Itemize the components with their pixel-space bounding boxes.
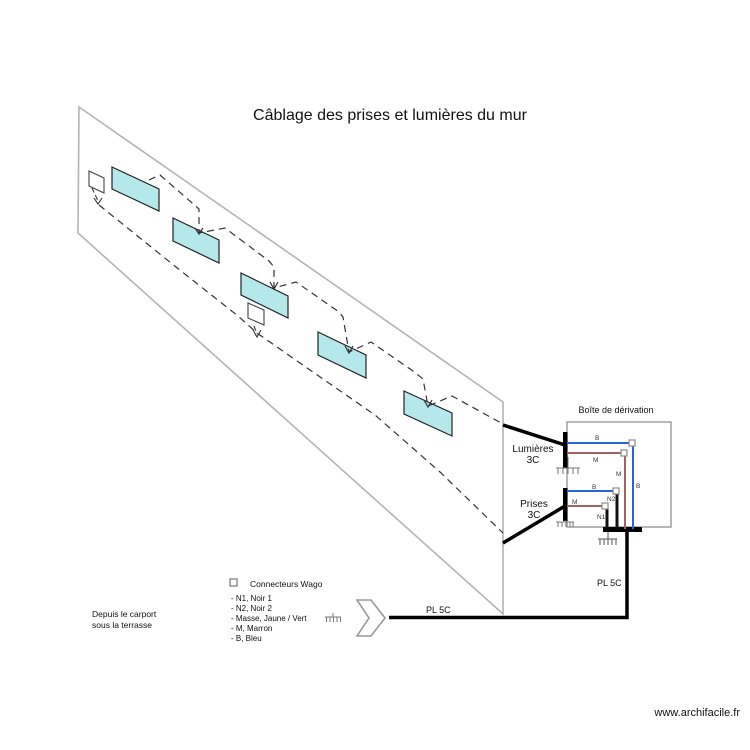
wago-connector-blue-pri <box>612 487 620 495</box>
junction-box-label: Boîte de dérivation <box>578 405 653 415</box>
junction-box <box>566 421 672 528</box>
light-1 <box>111 166 160 212</box>
wire-label-b-vert: B <box>636 483 640 490</box>
legend-item-n1: - N1, Noir 1 <box>231 594 272 603</box>
watermark: www.archifacile.fr <box>653 707 740 719</box>
arrow-into-light-4 <box>344 345 354 355</box>
lumieres-cable-label-line1: Lumières <box>512 444 553 455</box>
ground-symbols <box>325 457 617 622</box>
legend-item-bleu: - B, Bleu <box>231 634 262 643</box>
ground-symbol-legend <box>325 613 341 622</box>
lights-circuit-arrows <box>194 227 433 409</box>
prises-cable-label-line2: 3C <box>528 510 541 521</box>
ground-symbol-prises <box>556 520 574 527</box>
outlet-stems <box>91 187 262 339</box>
outlet-1-stem <box>91 187 99 202</box>
legend-item-marron: - M, Marron <box>231 624 272 633</box>
wire-label-b-lum: B <box>595 435 599 442</box>
pl-5c-cable <box>389 531 629 620</box>
legend-title: Connecteurs Wago <box>250 579 323 589</box>
wago-legend-icon <box>229 578 238 587</box>
wire-label-texts: B M M B B N2 M N1 <box>572 435 640 521</box>
legend-item-n2: - N2, Noir 2 <box>231 604 272 613</box>
lumieres-cable-label-line2: 3C <box>527 455 540 466</box>
wire-label-n2: N2 <box>607 496 616 503</box>
outlets-group <box>88 170 265 326</box>
light-2 <box>172 217 220 264</box>
arrow-into-light-2 <box>194 227 204 236</box>
outlets-dashed-circuit <box>98 204 504 534</box>
cable-entries <box>563 432 642 532</box>
lumieres-entry-clamp <box>563 432 568 468</box>
cable-origin-chevron-icon <box>355 599 387 637</box>
wago-connectors <box>601 439 636 510</box>
arrow-outlet-2 <box>252 329 262 339</box>
source-note-line2: sous la terrasse <box>92 620 152 630</box>
ground-symbol-lumieres <box>556 457 580 474</box>
feed-cables <box>389 423 629 620</box>
lights-group <box>111 166 453 437</box>
wago-connector-blue-lum <box>628 439 636 447</box>
light-3 <box>240 272 289 319</box>
pl-cable-label-horizontal: PL 5C <box>426 605 451 615</box>
wire-label-m-lum: M <box>593 457 598 464</box>
prises-cable-label-line1: Prises <box>520 499 548 510</box>
pl-cable-label-vertical: PL 5C <box>597 578 622 588</box>
wire-label-n1: N1 <box>597 514 606 521</box>
outlet-1 <box>88 170 105 194</box>
legend-item-masse: - Masse, Jaune / Vert <box>231 614 307 623</box>
arrow-into-light-3 <box>269 281 279 291</box>
light-4 <box>317 331 367 379</box>
wire-label-m-pri: M <box>572 499 577 506</box>
arrow-outlet-1 <box>93 197 103 205</box>
prises-cable <box>502 504 566 545</box>
legend-block: Connecteurs Wago - N1, Noir 1 - N2, Noir… <box>231 579 323 643</box>
wago-connector-brown-lum <box>620 449 628 457</box>
wire-label-m-vert: M <box>616 471 621 478</box>
ground-symbol-pl <box>598 532 617 545</box>
source-note-line1: Depuis le carport <box>92 609 157 619</box>
lumieres-cable <box>502 423 566 447</box>
pl-entry-clamp <box>603 527 642 532</box>
wire-label-b-pri: B <box>592 484 596 491</box>
prises-entry-clamp <box>563 488 568 521</box>
arrow-into-light-5 <box>423 399 433 409</box>
wago-connector-brown-pri <box>601 502 609 510</box>
outlet-2-stem <box>253 325 258 335</box>
light-5 <box>403 390 453 437</box>
outlet-2 <box>247 302 265 326</box>
page-title: Câblage des prises et lumières du mur <box>253 107 528 124</box>
